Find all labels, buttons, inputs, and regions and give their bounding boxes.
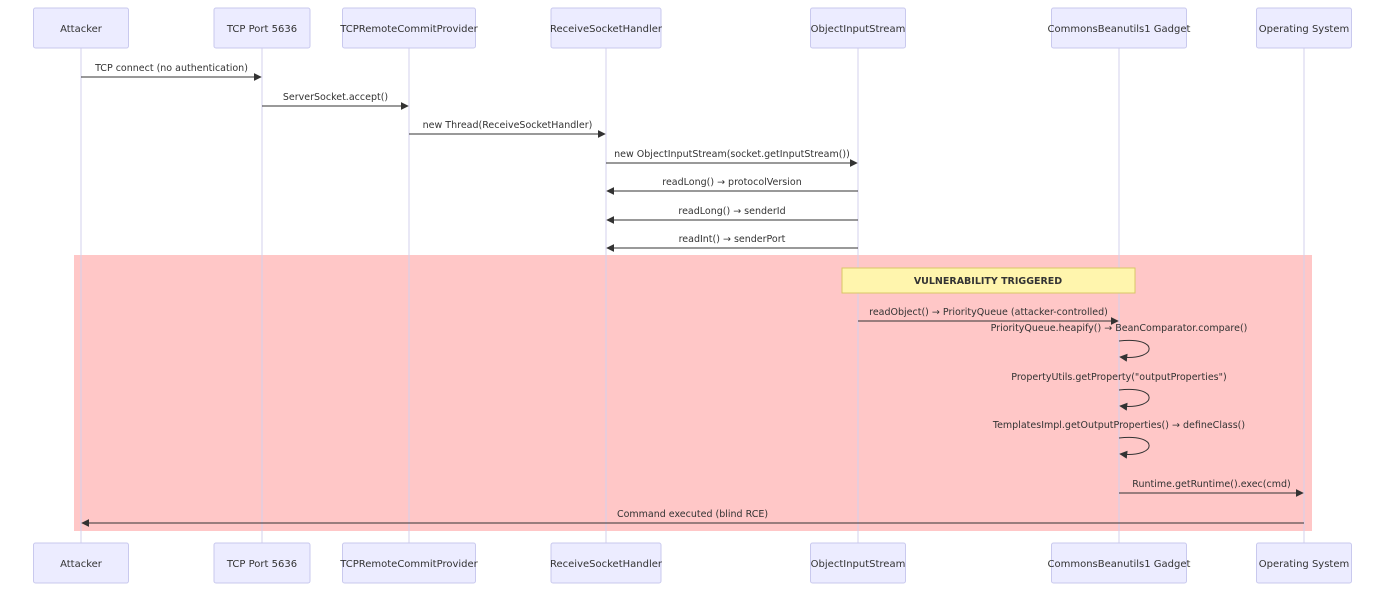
vulnerability-region — [74, 255, 1312, 531]
participant-attacker-bottom: Attacker — [33, 542, 129, 584]
participant-label: CommonsBeanutils1 Gadget — [1048, 559, 1191, 570]
participant-provider-top: TCPRemoteCommitProvider — [339, 7, 479, 49]
participant-box — [1051, 7, 1187, 49]
participant-label: TCPRemoteCommitProvider — [339, 559, 478, 570]
participant-provider-bottom: TCPRemoteCommitProvider — [339, 542, 479, 584]
participant-box — [1051, 542, 1187, 584]
participant-label: ObjectInputStream — [811, 24, 906, 35]
self-message-arrow — [1118, 436, 1150, 459]
message-label: readLong() → senderId — [678, 206, 785, 217]
participant-tcp-bottom: TCP Port 5636 — [213, 542, 311, 584]
participant-box — [213, 7, 311, 49]
participant-box — [810, 542, 906, 584]
participant-box — [550, 542, 662, 584]
self-message-arrow — [1118, 339, 1150, 362]
participant-tcp-top: TCP Port 5636 — [213, 7, 311, 49]
participant-label: ObjectInputStream — [811, 559, 906, 570]
message-label: TemplatesImpl.getOutputProperties() → de… — [992, 420, 1245, 431]
participant-box — [1256, 7, 1352, 49]
message-label: readLong() → protocolVersion — [662, 177, 801, 188]
message-label: Runtime.getRuntime().exec(cmd) — [1132, 479, 1290, 490]
message-label: readInt() → senderPort — [679, 234, 786, 245]
message-3: new Thread(ReceiveSocketHandler) — [409, 120, 606, 138]
participant-box — [1256, 542, 1352, 584]
participant-attacker-top: Attacker — [33, 7, 129, 49]
message-5: readLong() → protocolVersion — [606, 177, 858, 195]
participant-os-bottom: Operating System — [1256, 542, 1352, 584]
note-label: VULNERABILITY TRIGGERED — [914, 276, 1062, 287]
message-label: readObject() → PriorityQueue (attacker-c… — [869, 307, 1108, 318]
participant-box — [342, 542, 476, 584]
participant-box — [342, 7, 476, 49]
message-11: TemplatesImpl.getOutputProperties() → de… — [992, 420, 1245, 459]
self-message-arrow — [1118, 388, 1150, 411]
participant-ois-top: ObjectInputStream — [810, 7, 906, 49]
message-label: ServerSocket.accept() — [283, 92, 388, 103]
note-box — [841, 267, 1136, 294]
participant-os-top: Operating System — [1256, 7, 1352, 49]
participant-label: Operating System — [1259, 559, 1349, 570]
participant-ois-bottom: ObjectInputStream — [810, 542, 906, 584]
participant-label: CommonsBeanutils1 Gadget — [1048, 24, 1191, 35]
participant-box — [213, 542, 311, 584]
participant-handler-top: ReceiveSocketHandler — [550, 7, 663, 49]
message-9: PriorityQueue.heapify() → BeanComparator… — [991, 323, 1248, 362]
message-label: new ObjectInputStream(socket.getInputStr… — [614, 149, 850, 160]
participant-handler-bottom: ReceiveSocketHandler — [550, 542, 663, 584]
participant-label: TCPRemoteCommitProvider — [339, 24, 478, 35]
message-13: Command executed (blind RCE) — [81, 509, 1304, 527]
message-label: PriorityQueue.heapify() → BeanComparator… — [991, 323, 1248, 334]
message-12: Runtime.getRuntime().exec(cmd) — [1119, 479, 1304, 497]
message-1: TCP connect (no authentication) — [81, 63, 262, 81]
message-label: TCP connect (no authentication) — [94, 63, 248, 74]
participant-label: TCP Port 5636 — [226, 24, 297, 35]
participant-box — [33, 7, 129, 49]
message-2: ServerSocket.accept() — [262, 92, 409, 110]
participant-gadget-bottom: CommonsBeanutils1 Gadget — [1048, 542, 1191, 584]
participant-gadget-top: CommonsBeanutils1 Gadget — [1048, 7, 1191, 49]
message-label: new Thread(ReceiveSocketHandler) — [423, 120, 593, 131]
message-label: PropertyUtils.getProperty("outputPropert… — [1011, 372, 1226, 383]
message-6: readLong() → senderId — [606, 206, 858, 224]
message-label: Command executed (blind RCE) — [617, 509, 768, 520]
participant-box — [550, 7, 662, 49]
message-4: new ObjectInputStream(socket.getInputStr… — [606, 149, 858, 167]
participant-label: Attacker — [60, 559, 103, 570]
message-7: readInt() → senderPort — [606, 234, 858, 252]
participant-label: Operating System — [1259, 24, 1349, 35]
participant-label: Attacker — [60, 24, 103, 35]
participant-box — [810, 7, 906, 49]
participant-box — [33, 542, 129, 584]
message-10: PropertyUtils.getProperty("outputPropert… — [1011, 372, 1227, 411]
message-8: readObject() → PriorityQueue (attacker-c… — [858, 307, 1119, 325]
participant-label: ReceiveSocketHandler — [550, 559, 663, 570]
participant-label: ReceiveSocketHandler — [550, 24, 663, 35]
participant-label: TCP Port 5636 — [226, 559, 297, 570]
